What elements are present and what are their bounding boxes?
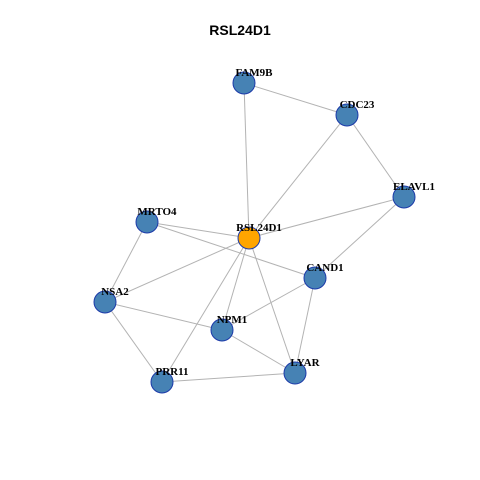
node-cand1 [303,266,327,290]
node-label-cdc23: CDC23 [340,99,375,111]
node-label-npm1: NPM1 [217,314,248,326]
edge-mrto4-nsa2 [104,221,148,303]
node-prr11 [150,370,174,394]
edge-prr11-lyar [161,372,296,383]
node-fam9b [232,71,256,95]
node-rsl24d1 [237,226,261,250]
node-label-elavl1: ELAVL1 [393,181,435,193]
node-label-mrto4: MRTO4 [137,206,177,218]
node-mrto4 [135,210,159,234]
node-cdc23 [335,103,359,127]
node-label-prr11: PRR11 [156,366,189,378]
node-label-rsl24d1: RSL24D1 [236,222,282,234]
node-lyar [283,361,307,385]
edge-elavl1-cand1 [314,196,405,279]
node-label-nsa2: NSA2 [101,286,129,298]
node-label-cand1: CAND1 [306,262,343,274]
nodes-layer [93,71,416,394]
labels-layer: FAM9B CDC23ELAVL1MRTO4RSL24D1CAND1NSA2NPM… [101,67,435,378]
edge-rsl24d1-lyar [248,237,296,374]
node-elavl1 [392,185,416,209]
node-npm1 [210,318,234,342]
edge-fam9b-rsl24d1 [243,82,250,239]
figure-title: RSL24D1 [209,22,271,38]
edge-fam9b-cdc23 [243,82,348,116]
edge-cdc23-elavl1 [346,114,405,198]
edge-nsa2-prr11 [104,301,163,383]
edge-elavl1-rsl24d1 [248,196,405,239]
edges-layer [104,82,405,383]
edge-rsl24d1-nsa2 [104,237,250,303]
edge-rsl24d1-prr11 [161,237,250,383]
edge-mrto4-rsl24d1 [146,221,250,239]
edge-cand1-lyar [294,277,316,374]
edge-nsa2-npm1 [104,301,223,331]
edge-cand1-npm1 [221,277,316,331]
edge-mrto4-cand1 [146,221,316,279]
edge-npm1-lyar [221,329,296,374]
node-label-fam9b: FAM9B [235,67,273,79]
node-nsa2 [93,290,117,314]
edge-cdc23-rsl24d1 [248,114,348,239]
node-label-lyar: LYAR [290,357,320,369]
edge-rsl24d1-npm1 [221,237,250,331]
